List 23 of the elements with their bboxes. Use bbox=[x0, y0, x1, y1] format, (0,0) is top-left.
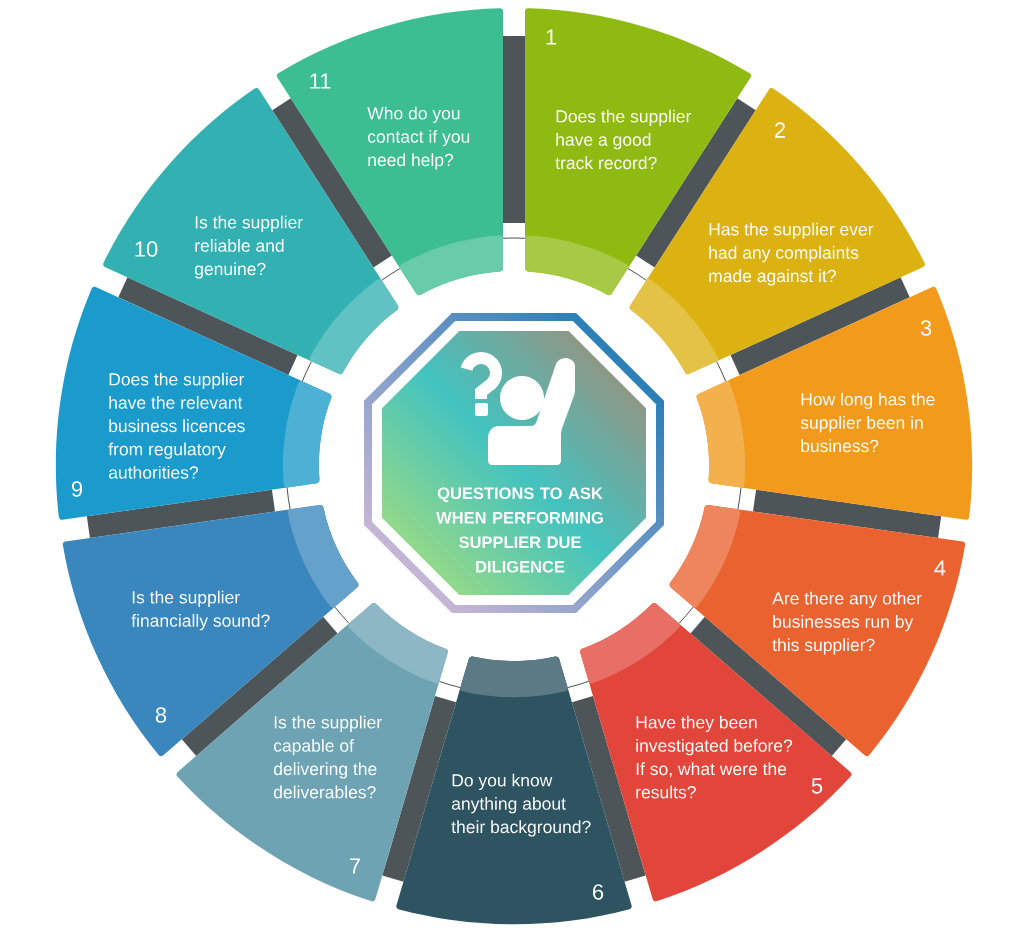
step-number: 4 bbox=[934, 560, 946, 576]
question-text: Have they been investigated before? If so, what were the results? bbox=[636, 715, 793, 799]
question-text: Are there any other businesses run by this supplier? bbox=[772, 591, 922, 655]
step-number: 9 bbox=[71, 481, 83, 497]
question-text: Does the supplier have the relevant business licences from regulatory authorities? bbox=[108, 372, 245, 479]
step-number: 10 bbox=[135, 241, 158, 257]
question-text: Is the supplier capable of delivering the deliverables? bbox=[273, 715, 382, 799]
question-text: Is the supplier financially sound? bbox=[131, 590, 270, 631]
step-number: 11 bbox=[310, 73, 331, 89]
question-text: Does the supplier have a good track record? bbox=[555, 109, 692, 170]
step-number: 5 bbox=[811, 778, 823, 794]
question-text: Has the supplier ever had any complaints made against it? bbox=[709, 222, 874, 286]
step-number: 1 bbox=[546, 29, 557, 45]
question-text: Do you know anything about their background? bbox=[451, 773, 591, 837]
step-number: 2 bbox=[775, 122, 785, 138]
question-text: How long has the supplier been in business? bbox=[800, 392, 935, 453]
question-text: Is the supplier reliable and genuine? bbox=[194, 215, 303, 279]
question-text: Who do you contact if you need help? bbox=[367, 106, 470, 170]
step-number: 7 bbox=[350, 858, 360, 874]
ring-segment bbox=[396, 656, 632, 925]
step-number: 6 bbox=[593, 884, 604, 900]
step-number: 8 bbox=[155, 707, 167, 723]
step-number: 3 bbox=[920, 320, 932, 336]
